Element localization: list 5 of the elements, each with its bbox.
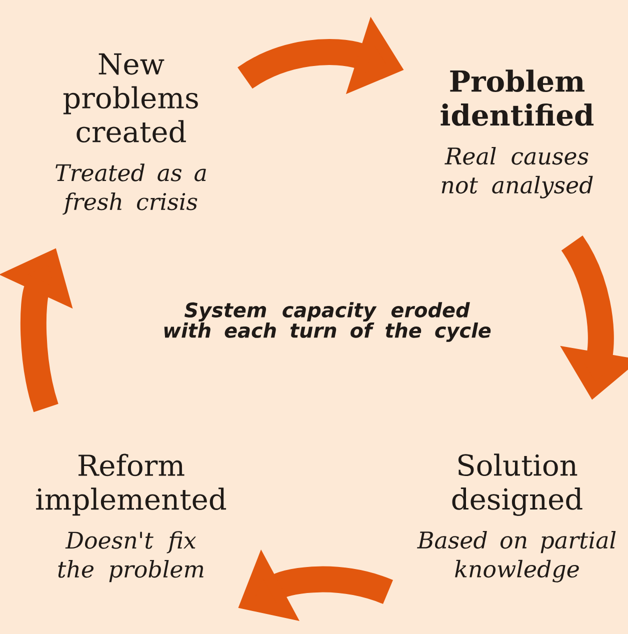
step-text: New problems created Treated as a fresh crisis <box>56 53 206 215</box>
step-text: Solution designed Based on partial knowledge <box>417 454 616 582</box>
center-note: System capacity eroded with each turn of the cycle <box>164 302 491 342</box>
step-text: Problem identified Real causes not analysed <box>440 70 594 198</box>
step-text: Reform implemented Doesn't fix the problem <box>36 454 226 582</box>
